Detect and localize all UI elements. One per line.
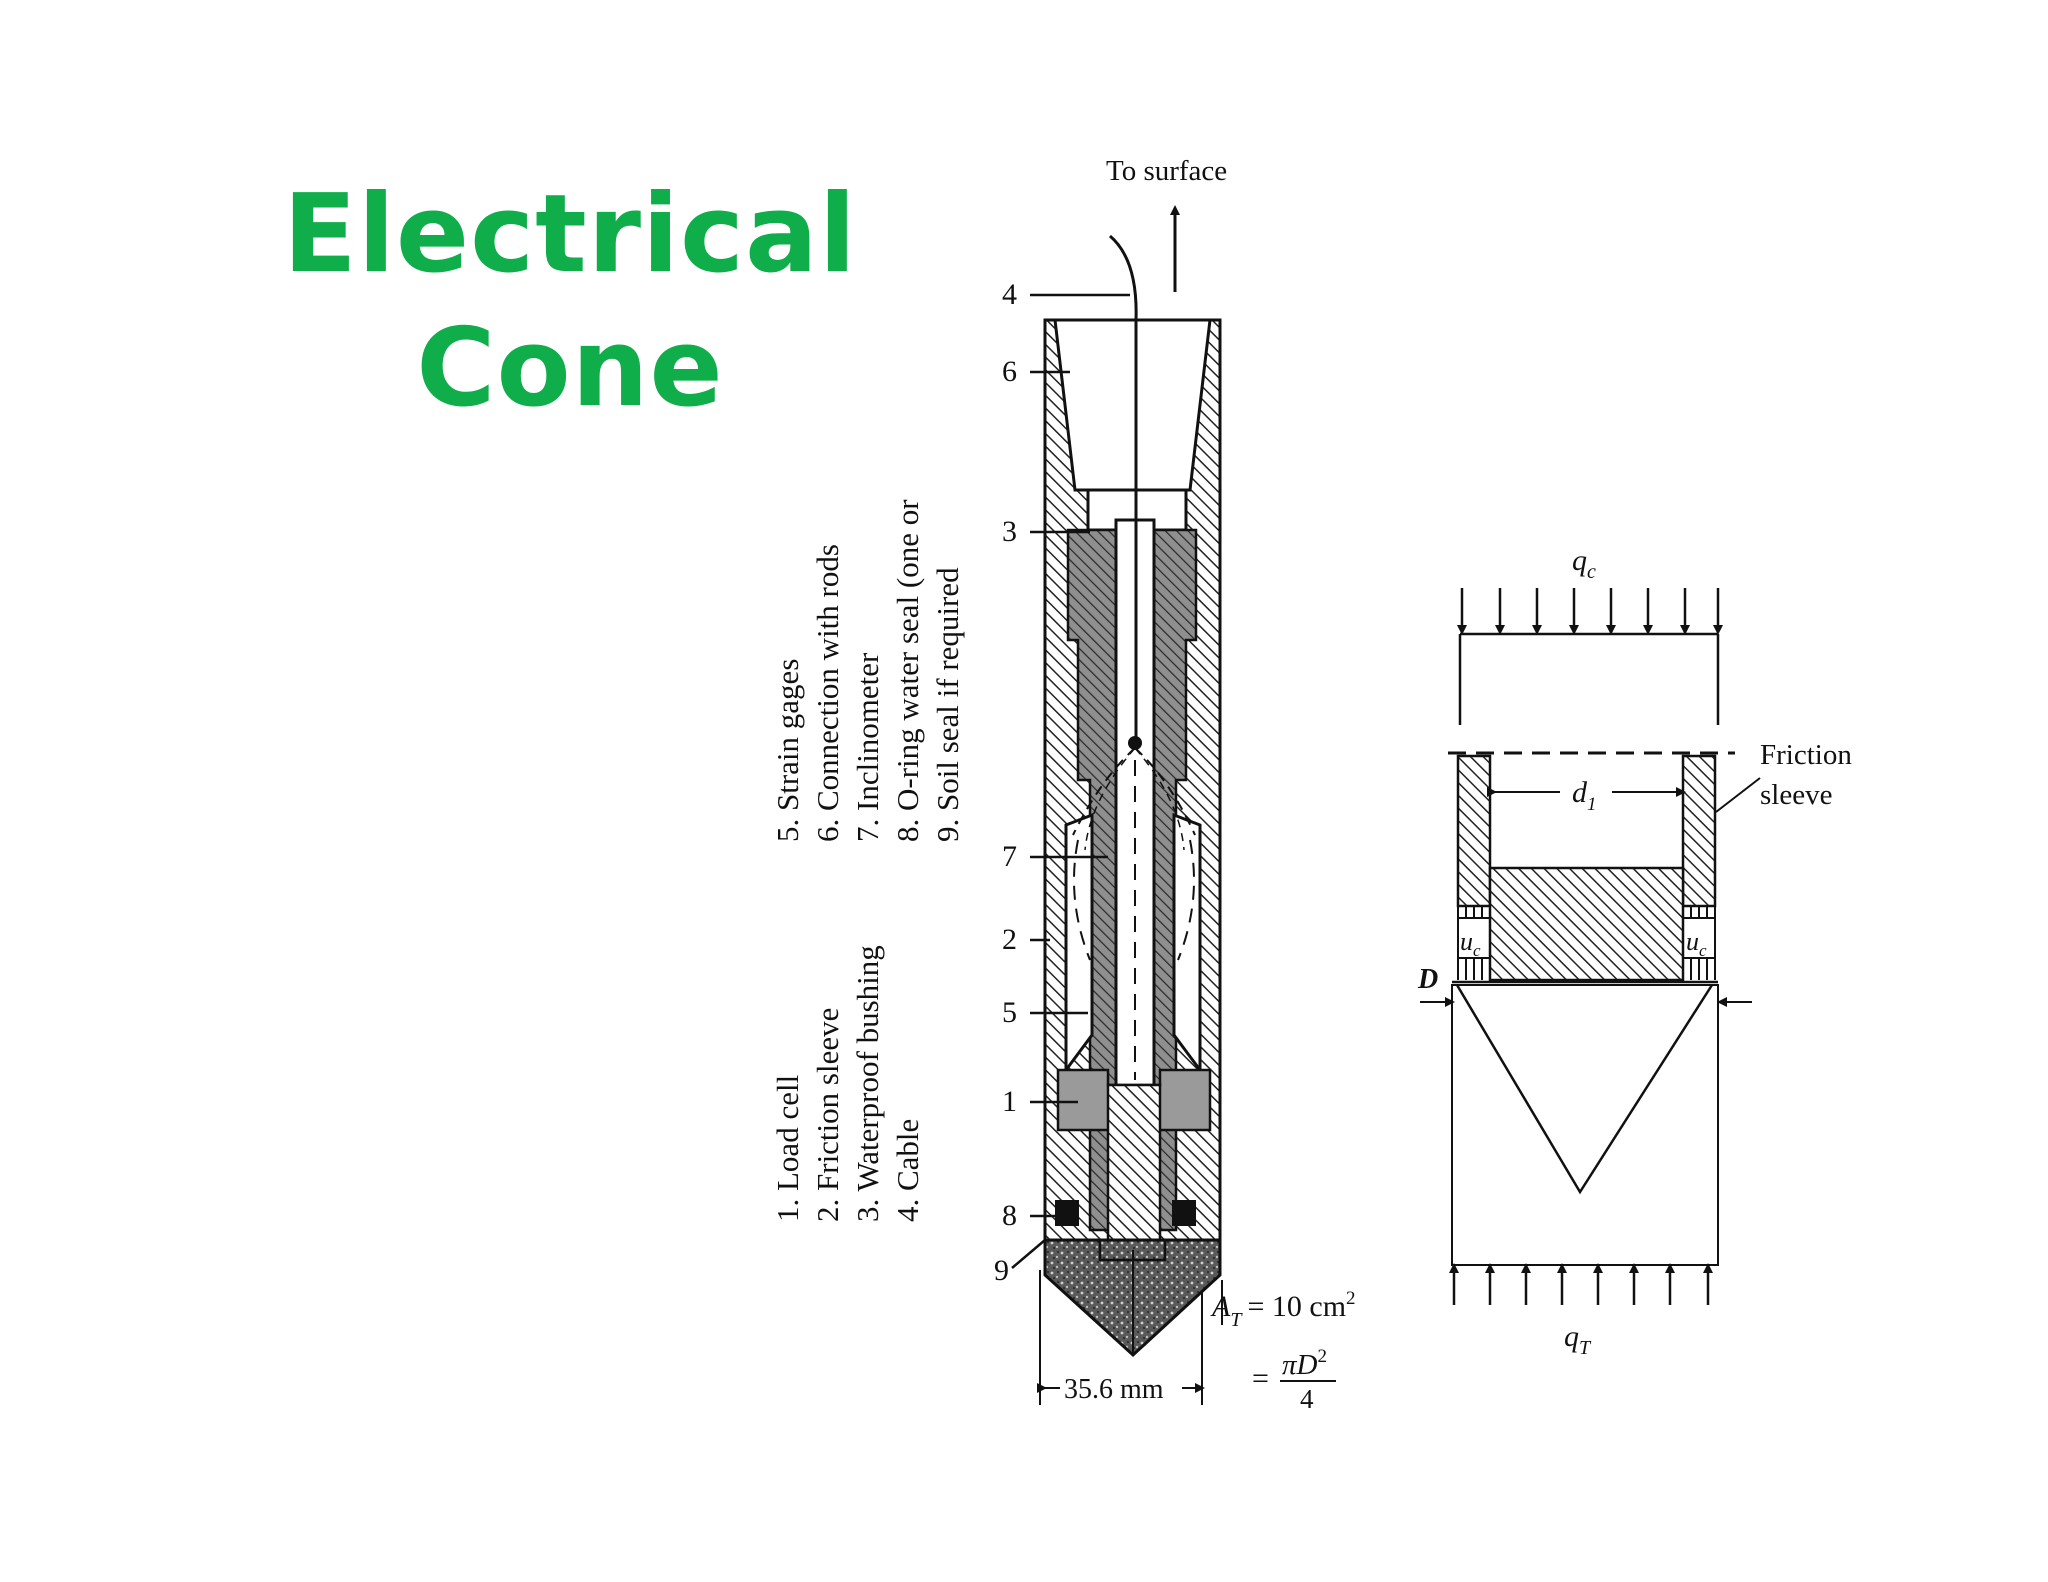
legend-item-9: 9. Soil seal if required	[930, 567, 965, 842]
area-sup: 2	[1346, 1288, 1356, 1309]
area-eq: =	[1252, 1362, 1269, 1395]
area-numerator: πD	[1282, 1349, 1318, 1381]
title-line-1: Electrical	[283, 172, 857, 297]
legend-item-6: 6. Connection with rods	[810, 544, 845, 842]
area-numerator-sup: 2	[1317, 1346, 1327, 1367]
parts-legend: 1. Load cell 2. Friction sleeve 3. Water…	[770, 499, 965, 1222]
svg-text:qT: qT	[1564, 1320, 1592, 1359]
uc-right-sub: c	[1699, 941, 1707, 960]
svg-text:qc: qc	[1572, 544, 1596, 583]
qc-arrows	[1457, 588, 1723, 635]
uc-left-label: u	[1460, 927, 1473, 956]
part-numbers: 4 6 3 7 2 5 1 8 9	[994, 278, 1017, 1287]
diameter-label: 35.6 mm	[1064, 1374, 1164, 1405]
part-number-1: 1	[1002, 1085, 1017, 1118]
friction-sleeve-label-1: Friction	[1760, 739, 1852, 771]
part-number-9: 9	[994, 1254, 1009, 1287]
part-number-6: 6	[1002, 355, 1017, 388]
qc-sub: c	[1587, 561, 1596, 583]
cone-tip-outline	[1455, 984, 1714, 1195]
svg-text:d1: d1	[1572, 776, 1597, 815]
cone-section: To surface 35.6 mm	[1011, 155, 1227, 1405]
part-number-3: 3	[1002, 515, 1017, 548]
svg-text:uc: uc	[1686, 927, 1707, 960]
core-block	[1488, 866, 1685, 982]
svg-text:uc: uc	[1460, 927, 1481, 960]
friction-sleeve-right	[1681, 754, 1717, 908]
d1-label: d	[1572, 776, 1588, 809]
friction-sleeve-label-2: sleeve	[1760, 779, 1832, 811]
part-number-4: 4	[1002, 278, 1017, 311]
cable	[1109, 234, 1138, 740]
D-label: D	[1417, 964, 1438, 995]
legend-item-5: 5. Strain gages	[770, 659, 805, 842]
to-surface-label: To surface	[1106, 155, 1227, 187]
part-number-5: 5	[1002, 996, 1017, 1029]
uc-right-label: u	[1686, 927, 1699, 956]
part-number-7: 7	[1002, 840, 1017, 873]
legend-item-7: 7. Inclinometer	[850, 652, 885, 842]
part-number-2: 2	[1002, 923, 1017, 956]
legend-item-4: 4. Cable	[890, 1119, 925, 1222]
legend-item-2: 2. Friction sleeve	[810, 1008, 845, 1222]
uc-left-sub: c	[1473, 941, 1481, 960]
area-denominator: 4	[1300, 1384, 1314, 1414]
slide-title: Electrical Cone	[240, 168, 900, 436]
qt-sub: T	[1579, 1337, 1592, 1359]
svg-text:AT= 10 cm2: AT= 10 cm2	[1210, 1288, 1356, 1331]
d1-sub: 1	[1587, 794, 1597, 815]
qc-label: q	[1572, 544, 1587, 577]
area-lhs: A	[1210, 1290, 1231, 1323]
force-diagram: qc	[1417, 544, 1852, 1359]
area-formula: AT= 10 cm2 = πD2 4	[1210, 1280, 1356, 1414]
friction-sleeve-left	[1456, 754, 1492, 908]
area-sub: T	[1230, 1309, 1243, 1331]
part-number-8: 8	[1002, 1199, 1017, 1232]
qt-label: q	[1564, 1320, 1579, 1353]
svg-text:πD2: πD2	[1282, 1346, 1327, 1381]
legend-item-3: 3. Waterproof bushing	[850, 945, 885, 1222]
legend-item-1: 1. Load cell	[770, 1075, 805, 1222]
area-rhs: = 10 cm	[1247, 1290, 1346, 1323]
qt-arrows	[1449, 1263, 1713, 1305]
title-line-2: Cone	[416, 306, 724, 431]
legend-item-8: 8. O-ring water seal (one or	[890, 499, 925, 842]
